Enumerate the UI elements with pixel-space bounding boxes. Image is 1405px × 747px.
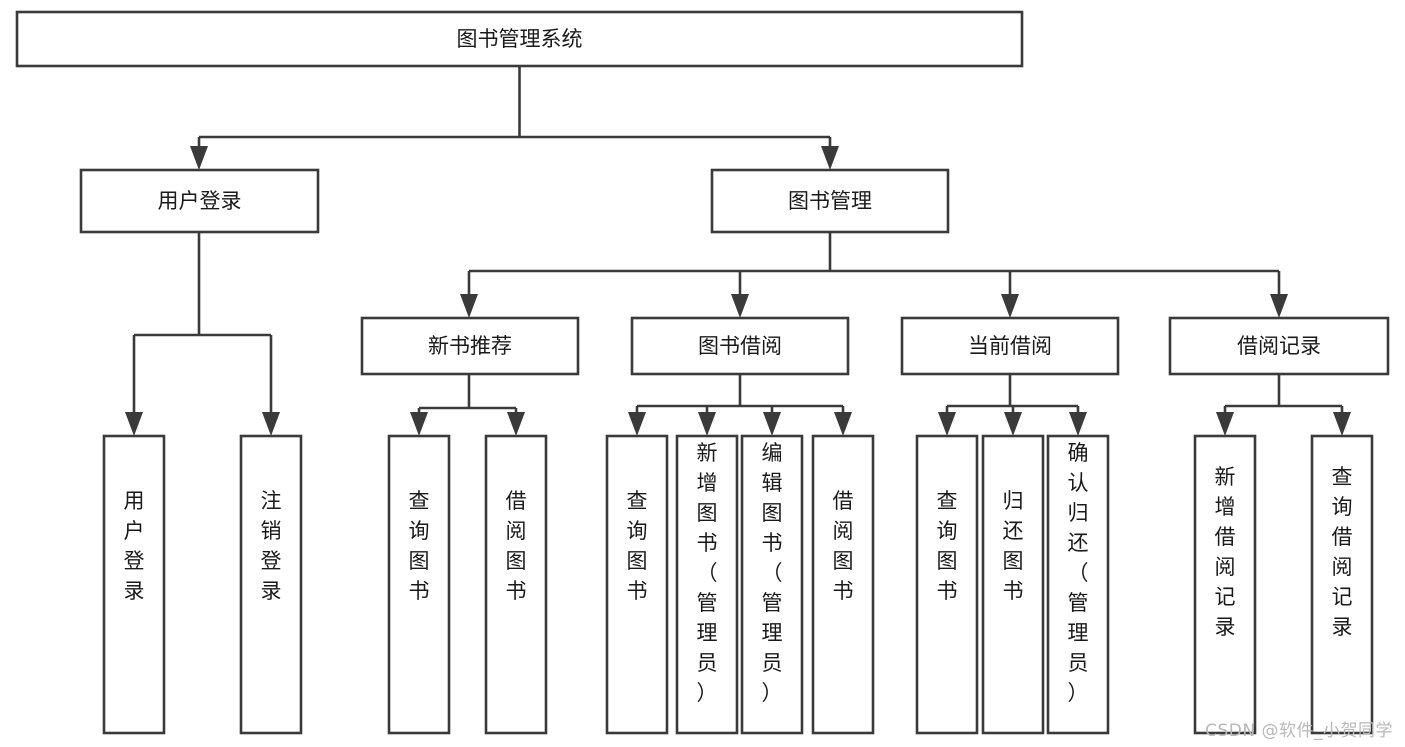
node-new-book-recommend-label: 新书推荐 bbox=[428, 334, 512, 358]
connectors-new-book-recommend-to-leaves bbox=[410, 374, 525, 436]
arrowhead-book-manage bbox=[821, 146, 839, 170]
node-leaf-query-book-3-label: 查询图书 bbox=[937, 489, 958, 603]
node-leaf-add-record-label: 新增借阅记录 bbox=[1215, 465, 1236, 639]
node-book-manage[interactable]: 图书管理 bbox=[710, 168, 950, 234]
node-leaf-logout[interactable]: 注销登录 bbox=[239, 434, 303, 735]
node-root[interactable]: 图书管理系统 bbox=[15, 10, 1024, 68]
node-user-login-label: 用户登录 bbox=[158, 189, 242, 213]
connectors-book-manage-to-level3 bbox=[460, 232, 1288, 318]
node-leaf-borrow-book-1[interactable]: 借阅图书 bbox=[484, 434, 548, 735]
node-leaf-return-book-label: 归还图书 bbox=[1003, 489, 1024, 603]
node-leaf-confirm-return[interactable]: 确认归还（管理员） bbox=[1046, 434, 1110, 735]
node-current-borrow-label: 当前借阅 bbox=[968, 334, 1052, 358]
connectors-user-login-to-leaves bbox=[125, 232, 280, 436]
node-leaf-add-record[interactable]: 新增借阅记录 bbox=[1193, 434, 1257, 735]
node-leaf-add-book[interactable]: 新增图书（管理员） bbox=[675, 434, 739, 735]
node-leaf-user-login-label: 用户登录 bbox=[124, 489, 145, 603]
node-leaf-query-book-1-label: 查询图书 bbox=[409, 489, 430, 603]
node-leaf-query-record-label: 查询借阅记录 bbox=[1332, 465, 1353, 639]
node-leaf-confirm-return-label: 确认归还（管理员） bbox=[1068, 441, 1089, 705]
node-leaf-query-book-2[interactable]: 查询图书 bbox=[605, 434, 669, 735]
node-current-borrow[interactable]: 当前借阅 bbox=[900, 316, 1120, 376]
node-borrow-record[interactable]: 借阅记录 bbox=[1168, 316, 1390, 376]
connectors-book-borrow-to-leaves bbox=[628, 374, 852, 436]
node-leaf-query-book-3[interactable]: 查询图书 bbox=[915, 434, 979, 735]
node-leaf-user-login[interactable]: 用户登录 bbox=[102, 434, 166, 735]
connectors-borrow-record-to-leaves bbox=[1216, 374, 1351, 436]
connectors-root-to-level2 bbox=[190, 66, 839, 170]
node-leaf-logout-label: 注销登录 bbox=[261, 489, 282, 603]
node-leaf-edit-book[interactable]: 编辑图书（管理员） bbox=[740, 434, 804, 735]
csdn-watermark: CSDN @软件_小贺同学 bbox=[1205, 721, 1393, 741]
node-leaf-borrow-book-2[interactable]: 借阅图书 bbox=[811, 434, 875, 735]
node-book-borrow-label: 图书借阅 bbox=[698, 334, 782, 358]
connectors-current-borrow-to-leaves bbox=[938, 374, 1087, 436]
node-book-manage-label: 图书管理 bbox=[788, 189, 872, 213]
node-leaf-add-book-label: 新增图书（管理员） bbox=[697, 441, 718, 705]
node-leaf-edit-book-label: 编辑图书（管理员） bbox=[762, 441, 783, 705]
node-user-login[interactable]: 用户登录 bbox=[79, 168, 320, 234]
node-leaf-query-book-1[interactable]: 查询图书 bbox=[387, 434, 451, 735]
arrowhead-user-login bbox=[190, 146, 208, 170]
node-leaf-borrow-book-2-label: 借阅图书 bbox=[833, 489, 854, 603]
node-leaf-return-book[interactable]: 归还图书 bbox=[981, 434, 1045, 735]
node-root-label: 图书管理系统 bbox=[457, 27, 583, 51]
node-leaf-query-book-2-label: 查询图书 bbox=[627, 489, 648, 603]
node-leaf-borrow-book-1-label: 借阅图书 bbox=[506, 489, 527, 603]
node-leaf-query-record[interactable]: 查询借阅记录 bbox=[1310, 434, 1374, 735]
node-book-borrow[interactable]: 图书借阅 bbox=[630, 316, 850, 376]
node-new-book-recommend[interactable]: 新书推荐 bbox=[360, 316, 580, 376]
node-borrow-record-label: 借阅记录 bbox=[1237, 334, 1321, 358]
